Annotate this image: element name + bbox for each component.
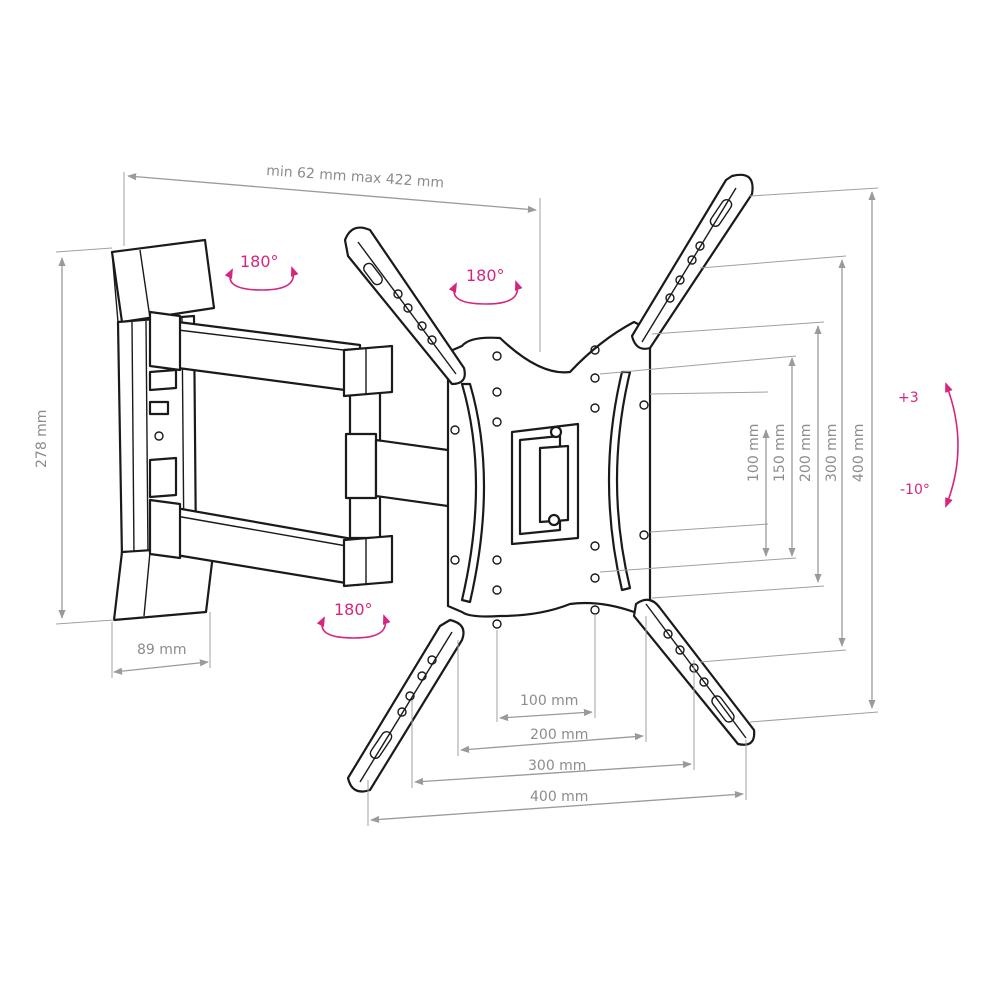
arm-extension-label: min 62 mm max 422 mm bbox=[266, 163, 445, 191]
wall-pivot-rotation-label: 180° bbox=[240, 252, 279, 271]
arm-pivot-rotation: 180° bbox=[448, 266, 523, 305]
bottom-pivot-rotation: 180° bbox=[316, 600, 391, 639]
arm-pivot-rotation-label: 180° bbox=[466, 266, 505, 285]
vesa-plate bbox=[446, 320, 652, 629]
rotation-indicators: 180° 180° 180° bbox=[224, 252, 523, 639]
vertical-100-label: 100 mm bbox=[746, 424, 762, 482]
bracket-strap-bottom-left bbox=[346, 618, 465, 793]
horizontal-100-label: 100 mm bbox=[520, 693, 578, 709]
swing-arms bbox=[148, 310, 464, 588]
tilt-indicator: +3 -10° bbox=[898, 382, 959, 508]
wall-plate bbox=[110, 238, 216, 622]
bracket-strap-top-right bbox=[630, 173, 754, 350]
wall-pivot-rotation: 180° bbox=[224, 252, 299, 291]
tilt-up-label: +3 bbox=[898, 390, 919, 406]
tilt-down-label: -10° bbox=[900, 482, 930, 498]
horizontal-400-label: 400 mm bbox=[530, 789, 588, 805]
vertical-300-label: 300 mm bbox=[824, 424, 840, 482]
horizontal-200-label: 200 mm bbox=[530, 727, 588, 743]
vertical-400-label: 400 mm bbox=[851, 424, 867, 482]
wall-width-label: 89 mm bbox=[137, 642, 187, 658]
vertical-150-label: 150 mm bbox=[772, 424, 788, 482]
dimension-lines bbox=[55, 172, 879, 826]
horizontal-300-label: 300 mm bbox=[528, 758, 586, 774]
vertical-200-label: 200 mm bbox=[798, 424, 814, 482]
bracket-strap-top-left bbox=[343, 226, 466, 386]
bottom-pivot-rotation-label: 180° bbox=[334, 600, 373, 619]
wall-height-label: 278 mm bbox=[34, 410, 50, 468]
plate-holes bbox=[450, 345, 649, 629]
